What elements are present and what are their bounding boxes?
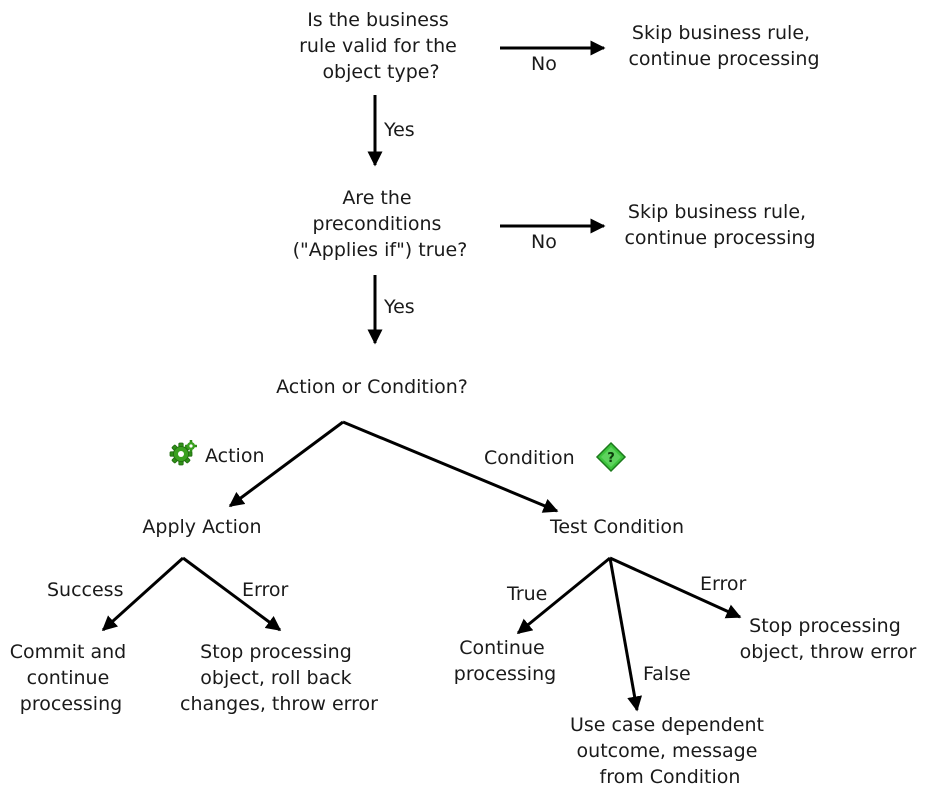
- label-success: Success: [47, 579, 123, 601]
- outcome-commit: Commit and continue processing: [10, 641, 132, 715]
- skip-rule-outcome-1: Skip business rule, continue processing: [628, 22, 819, 70]
- edge-to-apply-action: [228, 420, 344, 508]
- label-condition: Condition: [484, 447, 575, 469]
- edge-success: [101, 556, 185, 632]
- edge-to-test-condition: [342, 420, 559, 513]
- outcome-use-case: Use case dependent outcome, message from…: [570, 714, 770, 788]
- svg-text:?: ?: [607, 451, 615, 466]
- label-condition-error: Error: [700, 573, 747, 595]
- edge-true: [516, 556, 611, 635]
- outcome-stop-throw: Stop processing object, throw error: [740, 615, 917, 663]
- edge-false: [608, 557, 643, 712]
- question-preconditions: Are the preconditions ("Applies if") tru…: [293, 187, 468, 261]
- edge-condition-error: [609, 556, 742, 619]
- label-action: Action: [205, 445, 265, 467]
- label-q1-no: No: [531, 53, 557, 75]
- edge-action-error: [182, 556, 282, 632]
- skip-rule-outcome-2: Skip business rule, continue processing: [624, 201, 815, 249]
- question-diamond-icon: ?: [595, 441, 627, 473]
- label-q2-yes: Yes: [383, 296, 415, 318]
- label-q1-yes: Yes: [383, 119, 415, 141]
- node-apply-action: Apply Action: [142, 516, 261, 538]
- outcome-continue-processing: Continue processing: [454, 637, 556, 685]
- node-test-condition: Test Condition: [549, 516, 684, 538]
- label-action-error: Error: [242, 579, 289, 601]
- question-action-or-condition: Action or Condition?: [276, 376, 468, 398]
- label-q2-no: No: [531, 231, 557, 253]
- gear-icon: [169, 440, 197, 466]
- label-true: True: [506, 583, 547, 605]
- outcome-stop-rollback: Stop processing object, roll back change…: [180, 641, 378, 715]
- label-false: False: [643, 663, 691, 685]
- question-rule-valid: Is the business rule valid for the objec…: [299, 9, 463, 83]
